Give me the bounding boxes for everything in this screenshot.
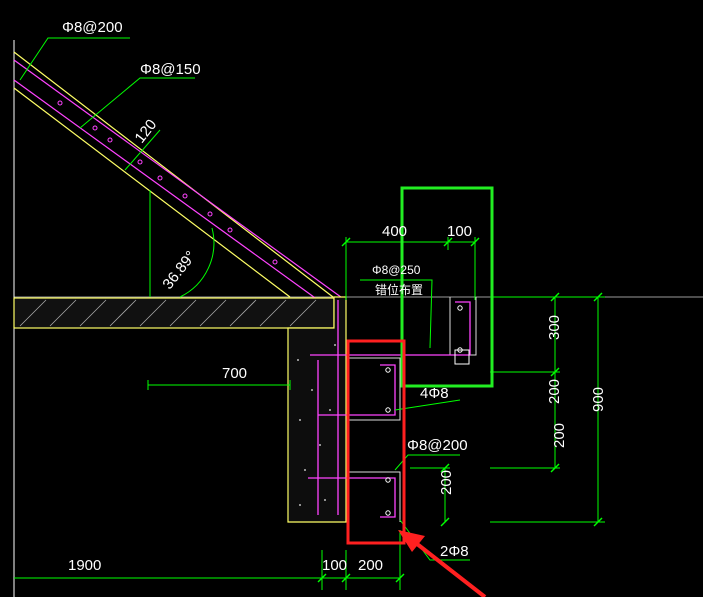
dimension-lines xyxy=(14,37,605,590)
green-highlight-box xyxy=(400,186,494,388)
beam-rebar xyxy=(308,300,471,518)
label-dim-200-bottom: 200 xyxy=(358,557,383,574)
label-rebar-slab-top: Φ8@200 xyxy=(62,19,123,36)
slab-hatch xyxy=(19,299,317,327)
red-arrow xyxy=(398,530,487,597)
red-highlight-box xyxy=(346,339,406,545)
label-dim-100-bottom: 100 xyxy=(322,557,347,574)
label-rebar-2phi8: 2Φ8 xyxy=(440,543,469,560)
label-dim-100-top: 100 xyxy=(447,223,472,240)
horizontal-slab xyxy=(13,297,335,329)
angle-arc xyxy=(179,227,215,298)
ledge-box xyxy=(454,349,470,365)
label-rebar-slab-dist: Φ8@150 xyxy=(140,61,201,78)
sloped-slab xyxy=(13,51,334,298)
label-dim-200-c: 200 xyxy=(438,470,455,495)
sloped-slab-rebar xyxy=(13,59,346,301)
label-dim-200-b: 200 xyxy=(551,423,568,448)
label-rebar-phi8-250: Φ8@250 xyxy=(372,263,421,277)
label-rebar-4phi8: 4Φ8 xyxy=(420,385,449,402)
label-rebar-phi8-200-b: Φ8@200 xyxy=(407,437,468,454)
beam-ledges xyxy=(346,297,477,522)
beam-section xyxy=(287,296,347,523)
label-dim-1900: 1900 xyxy=(68,557,101,574)
label-note-staggered: 错位布置 xyxy=(375,282,423,297)
label-dim-700: 700 xyxy=(222,365,247,382)
beam-hatch-dots xyxy=(297,344,336,506)
label-slab-thickness: 120 xyxy=(131,116,160,146)
label-slope-angle: 36.89° xyxy=(159,248,199,293)
sloped-slab-rebar-dots xyxy=(57,100,278,265)
label-dim-200-a: 200 xyxy=(546,379,563,404)
label-dim-900: 900 xyxy=(590,387,607,412)
dimension-ticks xyxy=(317,237,603,583)
label-dim-400: 400 xyxy=(382,223,407,240)
label-dim-300: 300 xyxy=(546,315,563,340)
